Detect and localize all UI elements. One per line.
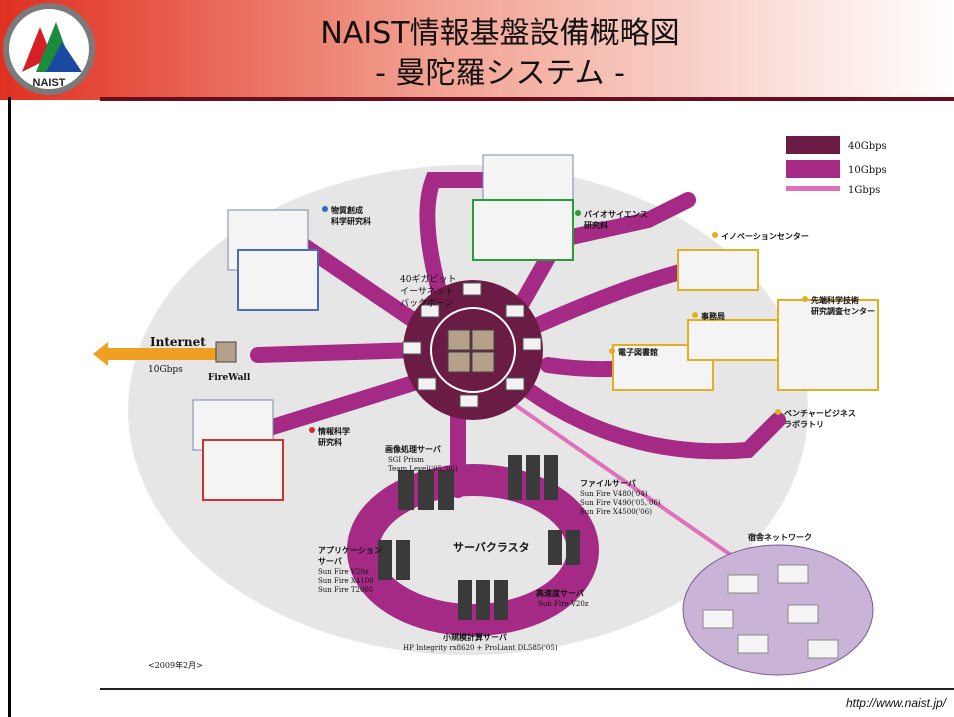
backbone-label-2: イーサネット — [400, 286, 454, 297]
building-advanced — [777, 299, 879, 391]
edge-switches — [402, 282, 542, 408]
advanced-dot — [802, 296, 808, 302]
internet-label: Internet — [150, 335, 206, 349]
materials-label-1: 物質創成 — [331, 205, 363, 215]
bio-label-1: バイオサイエンス — [584, 209, 648, 219]
footer-url: http://www.naist.jp/ — [845, 696, 946, 710]
bio-label-2: 研究科 — [584, 220, 608, 230]
image-server-label-3: Team Level('05,'06) — [388, 465, 458, 473]
legend-label-1g: 1Gbps — [848, 185, 880, 196]
page-subtitle: - 曼陀羅システム - — [375, 56, 625, 91]
app-server-label-5: Sun Fire T2000 — [318, 586, 373, 594]
building-materials — [227, 209, 319, 311]
info-label-2: 研究科 — [318, 437, 342, 447]
server-cluster-label: サーバクラスタ — [453, 541, 530, 554]
image-server-label-1: 画像処理サーバ — [385, 444, 441, 454]
advanced-label-2: 研究調査センター — [811, 306, 875, 316]
date-label: <2009年2月> — [148, 660, 203, 670]
hs-server-label-1: 高速度サーバ — [536, 588, 584, 598]
innovation-label: イノベーションセンター — [721, 231, 809, 241]
app-server-label-1: アプリケーション — [318, 545, 382, 555]
server-ring — [347, 464, 599, 636]
building-bio — [472, 154, 574, 261]
server-racks — [378, 455, 580, 620]
dorm-link — [506, 398, 740, 562]
venture-label-1: ベンチャービジネス — [784, 408, 856, 418]
internet-speed: 10Gbps — [148, 365, 183, 375]
app-server-label-2: サーバ — [318, 556, 342, 566]
dorm-buildings — [702, 564, 839, 659]
logo-text: NAIST — [33, 77, 66, 89]
core-switch — [447, 329, 495, 373]
bio-dot — [575, 210, 581, 216]
venture-label-2: ラボラトリ — [784, 419, 824, 429]
building-info — [192, 399, 284, 501]
file-server-label-2: Sun Fire V480('04) — [580, 490, 648, 498]
info-label-1: 情報科学 — [317, 426, 350, 436]
info-dot — [309, 427, 315, 433]
naist-logo: NAIST — [3, 3, 95, 95]
file-server-label-3: Sun Fire V490('05,'06) — [580, 499, 661, 507]
library-label: 電子図書館 — [618, 347, 658, 357]
header-rule — [100, 97, 954, 101]
materials-dot — [322, 206, 328, 212]
backbone-ring — [430, 307, 516, 393]
library-dot — [609, 348, 615, 354]
admin-label: 事務局 — [701, 311, 725, 321]
legend-swatch-1g — [786, 186, 840, 191]
advanced-label-1: 先端科学技術 — [811, 295, 859, 305]
venture-dot — [775, 409, 781, 415]
backbone-label-3: バックボーン — [400, 298, 454, 309]
firewall-label: FireWall — [208, 373, 251, 383]
building-admin — [687, 319, 779, 361]
page-title: NAIST情報基盤設備概略図 — [320, 16, 680, 51]
small-calc-label-2: HP Integrity rx8620 + ProLiant DL585('05… — [403, 644, 558, 652]
internet-arrow — [93, 342, 218, 366]
network-diagram: Internet 10Gbps FireWall — [93, 136, 887, 676]
legend-label-10g: 10Gbps — [848, 165, 887, 176]
backbone-label-1: 40ギガビット — [400, 274, 456, 285]
building-innovation — [677, 249, 759, 291]
app-server-label-4: Sun Fire X4100 — [318, 577, 374, 585]
small-calc-label-1: 小規模計算サーバ — [442, 632, 507, 642]
materials-label-2: 科学研究科 — [331, 216, 371, 226]
legend-swatch-40g — [786, 136, 840, 154]
file-server-label-4: Sun Fire X4500('06) — [580, 508, 652, 516]
innovation-dot — [712, 232, 718, 238]
footer-rule — [100, 688, 954, 690]
image-server-label-2: SGI Prism — [388, 456, 424, 464]
legend: 40Gbps 10Gbps 1Gbps — [786, 136, 887, 196]
app-server-label-3: Sun Fire V20z — [318, 568, 369, 576]
hs-server-label-2: Sun Fire V20z — [538, 600, 589, 608]
legend-label-40g: 40Gbps — [848, 141, 887, 152]
dorm-label: 宿舎ネットワーク — [748, 532, 812, 542]
legend-swatch-10g — [786, 160, 840, 178]
left-rule — [8, 97, 11, 717]
firewall-device — [215, 341, 237, 363]
admin-dot — [692, 312, 698, 318]
header-band — [0, 0, 954, 100]
file-server-label-1: ファイルサーバ — [580, 478, 636, 488]
